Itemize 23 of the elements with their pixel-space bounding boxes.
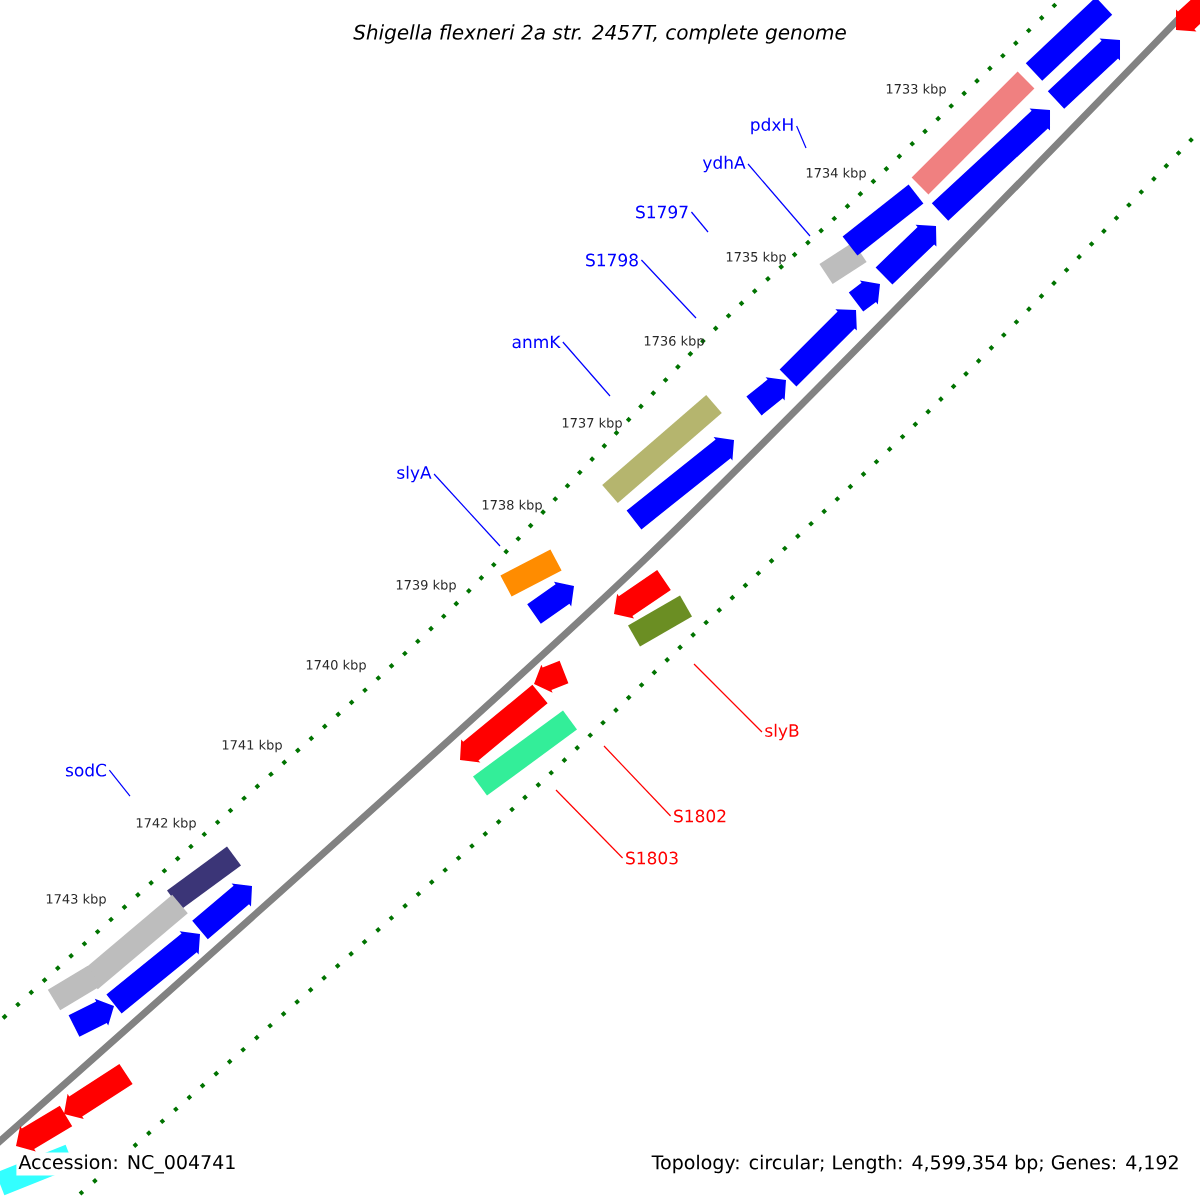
genome-summary-text: Topology: circular; Length: 4,599,354 bp; Genes: 4,192 bbox=[649, 1152, 1182, 1176]
gene-label: S1802 bbox=[674, 809, 726, 823]
gene-label: anmK bbox=[512, 335, 561, 349]
gene-label: sodC bbox=[65, 763, 107, 777]
leader-line bbox=[603, 745, 672, 817]
leader-line bbox=[555, 789, 624, 859]
leader-line bbox=[433, 473, 501, 547]
leader-line bbox=[640, 259, 697, 319]
gene-label: slyA bbox=[397, 465, 432, 483]
leader-line bbox=[690, 211, 709, 233]
gene-label: slyB bbox=[765, 723, 799, 741]
title: Shigella flexneri 2a str. 2457T, complete genome bbox=[353, 24, 846, 44]
gene-label: S1797 bbox=[636, 205, 688, 219]
gene-label: pdxH bbox=[751, 117, 793, 135]
leader-line bbox=[693, 663, 763, 733]
leader-line bbox=[108, 769, 131, 797]
leader-line bbox=[796, 125, 807, 149]
gene-label: S1798 bbox=[586, 253, 638, 267]
gene-label: ydhA bbox=[702, 155, 746, 173]
gene-label: S1803 bbox=[626, 851, 678, 865]
accession-text: Accession: NC_004741 bbox=[16, 1152, 239, 1176]
leader-line bbox=[562, 341, 611, 397]
leader-line bbox=[747, 163, 811, 237]
